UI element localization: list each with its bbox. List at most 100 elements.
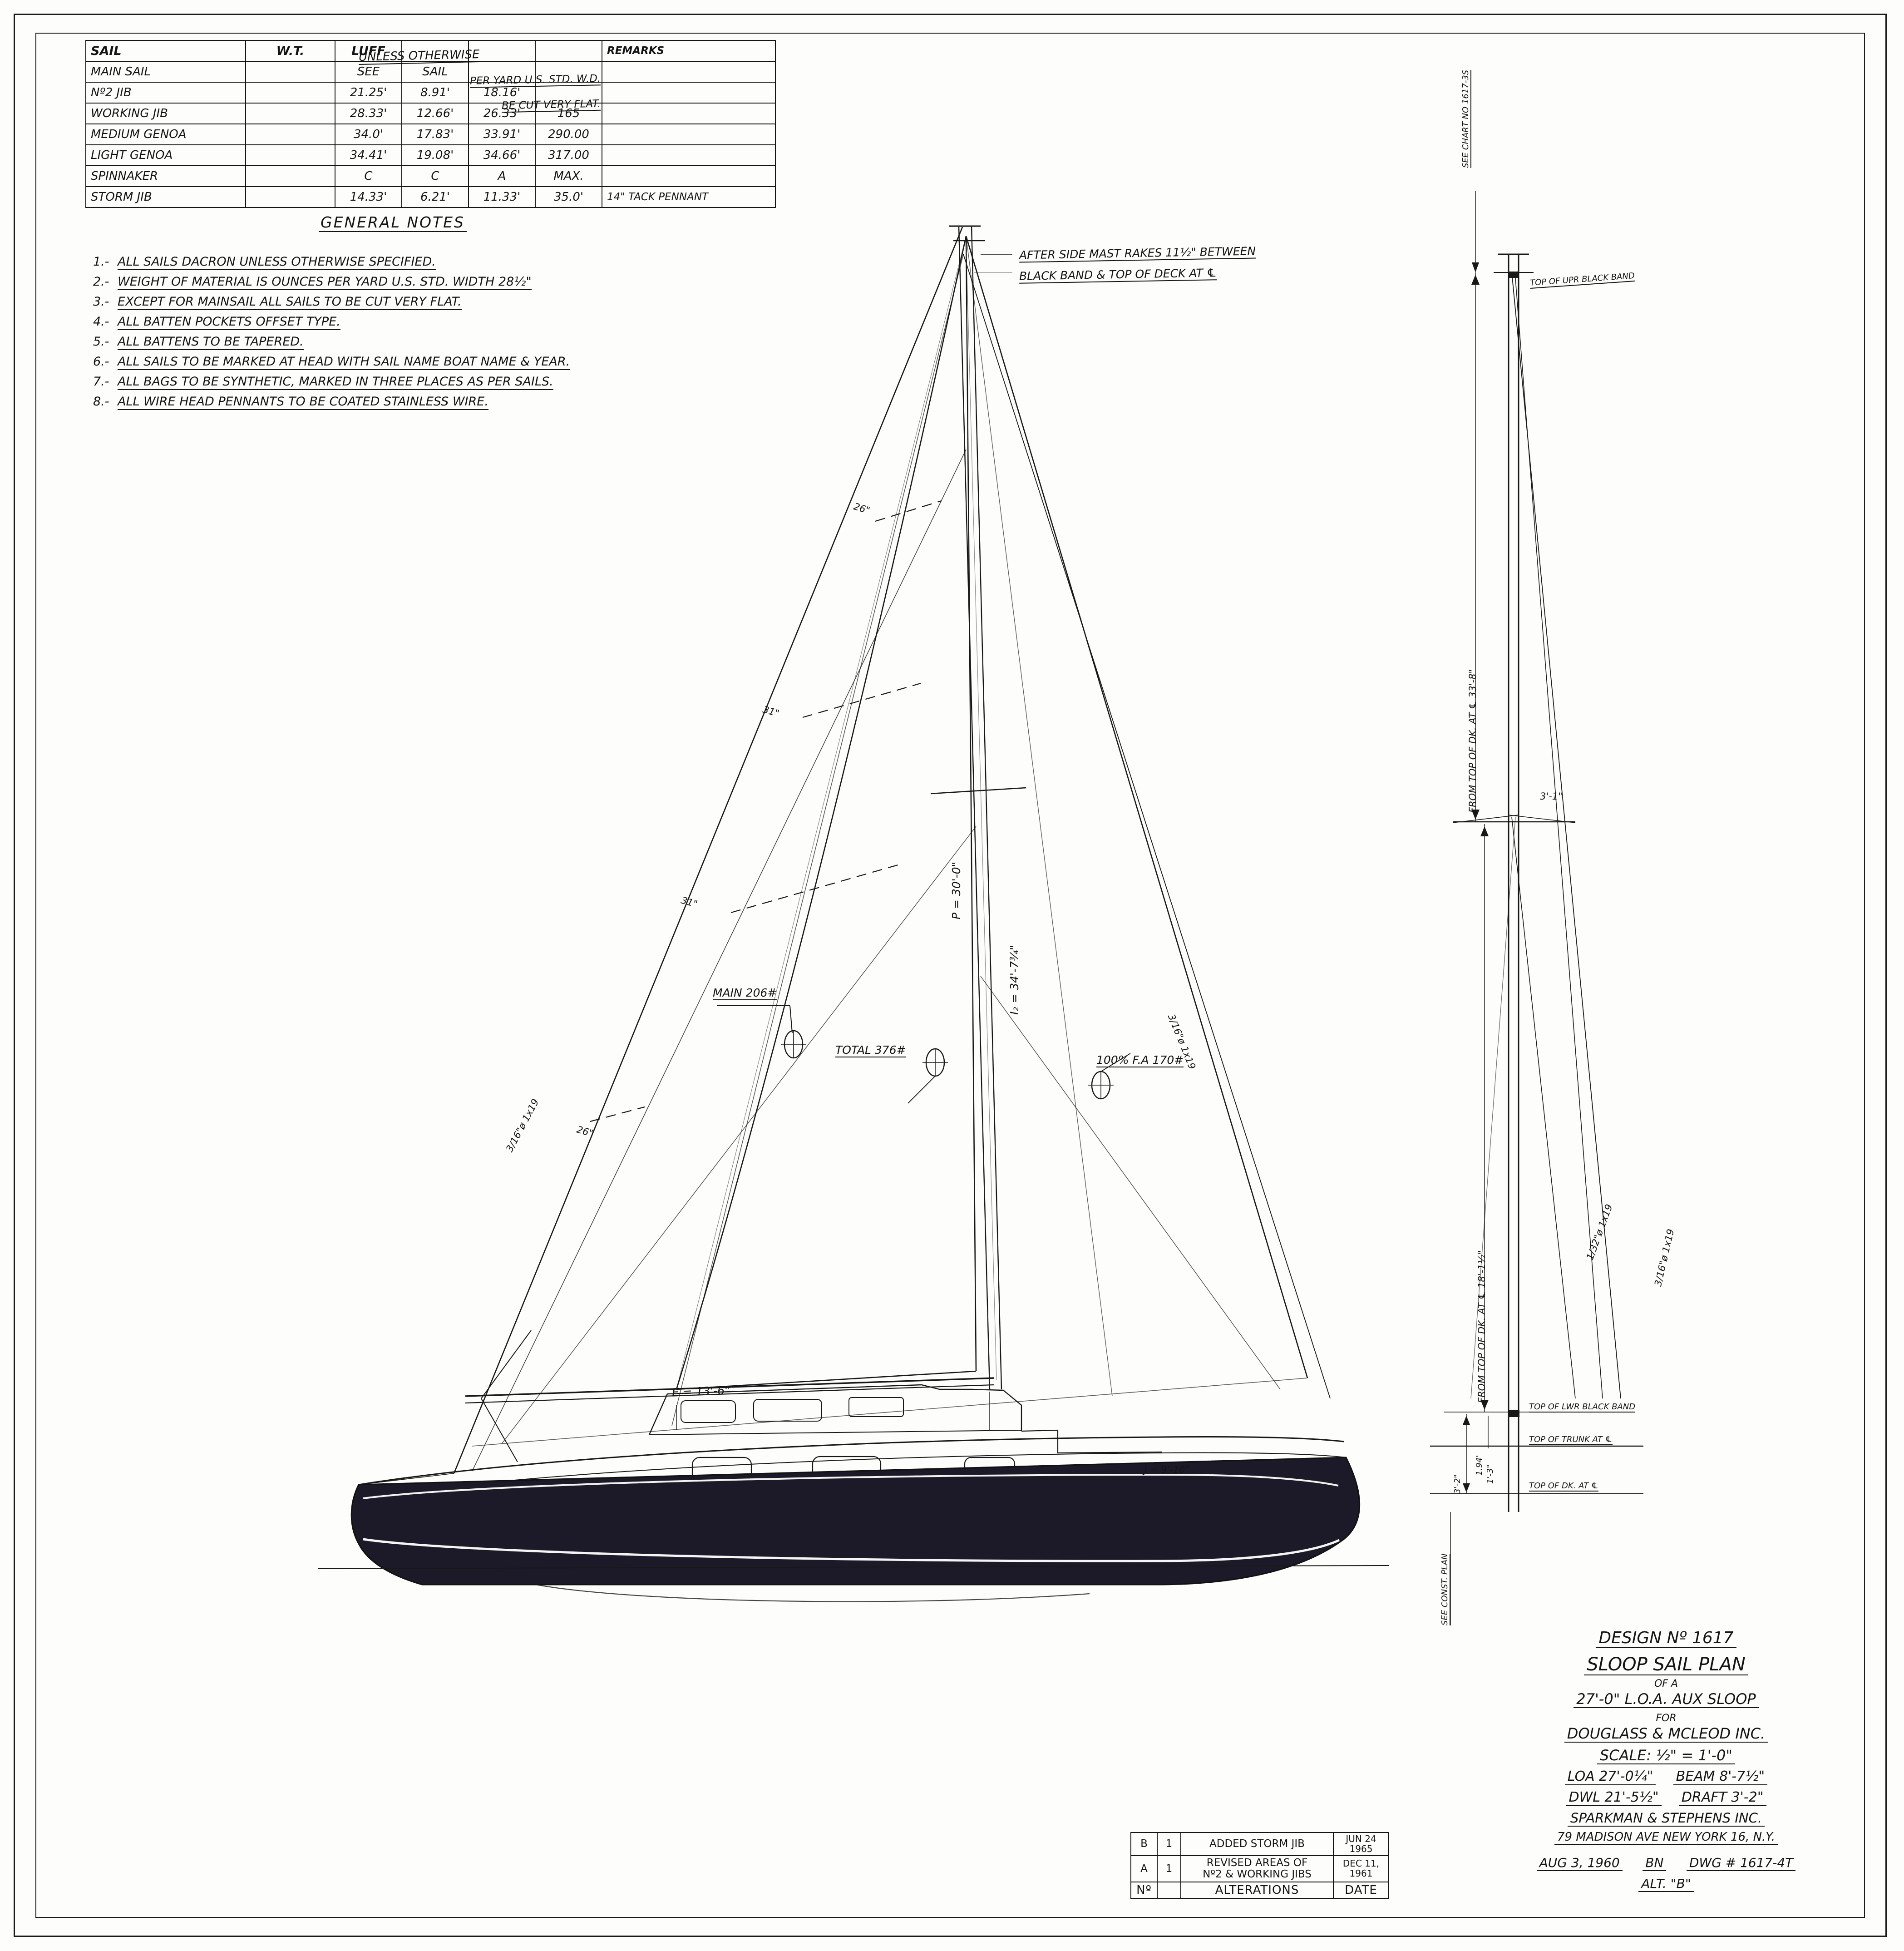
cell-sail: MAIN SAIL [85,61,246,83]
cell-leech: 19.08' [401,144,469,166]
scale-label: SCALE: ½" = 1'-0" [1466,1748,1866,1764]
genoa-leech [965,236,1308,1378]
spreader [930,787,1026,795]
general-note-item: 3.-EXCEPT FOR MAINSAIL ALL SAILS TO BE C… [93,295,665,310]
cell-luff: 21.25' [335,82,402,104]
table-row: STORM JIB 14.33' 6.21' 11.33' 35.0' 14" … [85,186,776,208]
alteration-date: JUN 24 1965 [1333,1832,1389,1857]
mainsail-luff [965,236,977,1372]
batten-2 [802,682,921,718]
alterations-col-desc: ALTERATIONS [1180,1881,1334,1899]
cell-leech: C [401,165,469,187]
cell-sail: LIGHT GENOA [85,144,246,166]
dimensions-row-2: DWL 21'-5½" DRAFT 3'-2" [1466,1791,1866,1806]
cell-leech: 6.21' [401,186,469,208]
cell-area: 290.00 [535,123,602,145]
annotation-see-const-plan: SEE CONST. PLAN [1440,1553,1450,1625]
cell-wt [245,82,335,104]
cell-area: MAX. [535,165,602,187]
alteration-desc: REVISED AREAS OF Nº2 & WORKING JIBS [1180,1855,1334,1882]
cell-foot: 26.33' [468,103,536,124]
general-note-item: 1.-ALL SAILS DACRON UNLESS OTHERWISE SPE… [93,255,665,270]
mainsail-leech [676,236,967,1390]
cell-wt [245,144,335,166]
col-area [535,40,602,62]
cell-area [535,61,602,83]
annotation-chart-reference: SEE CHART NO 1617-3S [1461,69,1471,168]
cell-remarks [602,165,776,187]
annotation-p-dimension: P = 30'-0" [950,861,963,919]
cell-remarks [602,103,776,124]
cell-area [535,82,602,104]
annotation-top-lwr-band: TOP OF LWR BLACK BAND [1529,1402,1636,1413]
cell-foot: 18.16' [468,82,536,104]
cell-wt [245,165,335,187]
title-block: DESIGN Nº 1617 SLOOP SAIL PLAN OF A 27'-… [1466,1630,1866,1898]
table-row: MEDIUM GENOA 34.0' 17.83' 33.91' 290.00 [85,123,776,145]
cell-luff: SEE [335,61,402,83]
jib-luff-inner [671,254,964,1426]
forestay [453,227,963,1474]
draftsman-initials: BN [1643,1857,1667,1871]
table-row: LIGHT GENOA 34.41' 19.08' 34.66' 317.00 [85,144,776,166]
col-foot [468,40,536,62]
general-notes-title: GENERAL NOTES [120,213,665,232]
alterations-col-no: Nº [1130,1881,1158,1899]
alterations-col-date: DATE [1333,1881,1389,1899]
cell-wt [245,61,335,83]
table-row: SPINNAKER C C A MAX. [85,165,776,187]
alteration-row: A 1 REVISED AREAS OF Nº2 & WORKING JIBS … [1130,1855,1389,1882]
cell-wt [245,186,335,208]
cell-area: 35.0' [535,186,602,208]
cell-luff: 34.0' [335,123,402,145]
upper-shroud-fwd [472,449,967,1472]
alterations-table: B 1 ADDED STORM JIB JUN 24 1965 A 1 REVI… [1130,1832,1389,1899]
sail-specification-table: SAIL W.T. LUFF REMARKS MAIN SAIL SEE SAI… [85,40,776,208]
annotation-total-area: TOTAL 376# [835,1043,906,1057]
alteration-date: DEC 11, 1961 [1333,1855,1389,1882]
general-notes-list: 1.-ALL SAILS DACRON UNLESS OTHERWISE SPE… [93,255,665,410]
annotation-dim-1-3: 1'-3" [1485,1464,1495,1484]
col-leech [401,40,469,62]
cell-foot: 33.91' [468,123,536,145]
annotation-dim-3-2: 3'-2" [1453,1474,1462,1494]
table-row: Nº2 JIB 21.25' 8.91' 18.16' [85,82,776,104]
elevation-shroud-stbd [1511,272,1621,1399]
cell-foot: 34.66' [468,144,536,166]
cell-area: 165 [535,103,602,124]
cockpit [1021,1429,1163,1454]
mainsail-foot [676,1370,977,1390]
alteration-rev: A [1130,1855,1158,1882]
cell-area: 317.00 [535,144,602,166]
alterations-col-sheet [1157,1881,1181,1899]
general-note-item: 4.-ALL BATTEN POCKETS OFFSET TYPE. [93,315,665,330]
batten-3 [730,863,902,914]
annotation-top-of-deck: TOP OF DK. AT ℄ [1529,1481,1598,1492]
deck-sheer-line [358,1436,1344,1486]
cell-sail: STORM JIB [85,186,246,208]
alteration-desc: ADDED STORM JIB [1180,1832,1334,1857]
sheet-border-outer [14,14,1887,1937]
cell-remarks [602,82,776,104]
cell-luff: C [335,165,402,187]
annotation-fore-area: 100% F.A 170# [1096,1053,1184,1067]
boom [465,1377,995,1397]
drawing-meta-row: AUG 3, 1960 BN DWG # 1617-4T [1466,1857,1866,1871]
general-note-item: 6.-ALL SAILS TO BE MARKED AT HEAD WITH S… [93,355,665,370]
drawing-date: AUG 3, 1960 [1536,1857,1623,1871]
cell-luff: 14.33' [335,186,402,208]
col-wt: W.T. [245,40,335,62]
annotation-main-area: MAIN 206# [713,986,777,1000]
subject-line: 27'-0" L.O.A. AUX SLOOP [1466,1692,1866,1708]
cell-leech: SAIL [401,61,469,83]
alteration-sheet: 1 [1157,1832,1181,1857]
drawing-number: DWG # 1617-4T [1686,1857,1796,1871]
table-row: WORKING JIB 28.33' 12.66' 26.33' 165 [85,103,776,124]
annotation-from-deck-top: FROM TOP OF DK. AT ℄ 33'-8" [1467,669,1478,813]
batten-4 [590,1106,645,1122]
cell-remarks [602,144,776,166]
cell-remarks [602,123,776,145]
cell-remarks [602,61,776,83]
batten-1 [875,500,942,522]
